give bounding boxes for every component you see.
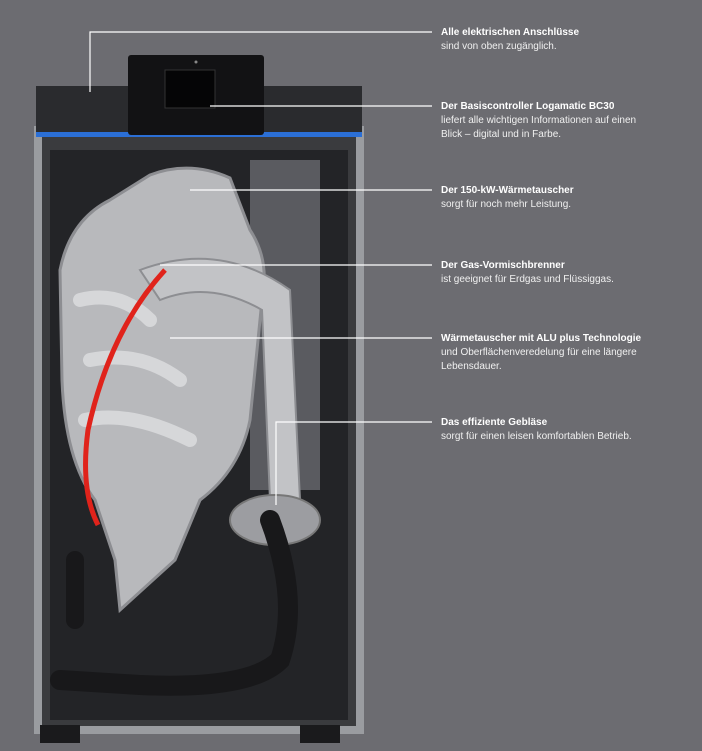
- callout-heat-exchanger: Der 150-kW-Wärmetauscher sorgt für noch …: [441, 184, 574, 212]
- feet: [300, 725, 340, 743]
- callout-text: liefert alle wichtigen Informationen auf…: [441, 115, 637, 126]
- callout-controller: Der Basiscontroller Logamatic BC30 liefe…: [441, 100, 636, 142]
- callout-text: sorgt für einen leisen komfortablen Betr…: [441, 431, 632, 442]
- callout-title: Der Basiscontroller Logamatic BC30: [441, 101, 615, 112]
- callout-text: ist geeignet für Erdgas und Flüssiggas.: [441, 274, 614, 285]
- red-cable: [83, 268, 167, 527]
- callout-text: Lebensdauer.: [441, 361, 502, 372]
- controller-display: [164, 69, 216, 109]
- callout-title: Wärmetauscher mit ALU plus Technologie: [441, 333, 642, 344]
- callout-title: Alle elektrischen Anschlüsse: [441, 27, 580, 38]
- callout-gas-burner: Der Gas-Vormischbrenner ist geeignet für…: [441, 259, 614, 287]
- callout-text: Blick – digital und in Farbe.: [441, 129, 562, 140]
- callout-alu-plus: Wärmetauscher mit ALU plus Technologie u…: [441, 332, 641, 374]
- callout-text: und Oberflächenveredelung für eine länge…: [441, 347, 637, 358]
- callout-title: Der Gas-Vormischbrenner: [441, 260, 565, 271]
- feet: [40, 725, 80, 743]
- callout-title: Das effiziente Gebläse: [441, 417, 548, 428]
- callout-fan: Das effiziente Gebläse sorgt für einen l…: [441, 416, 632, 444]
- black-pipe: [50, 510, 298, 696]
- callout-text: sind von oben zugänglich.: [441, 41, 557, 52]
- leader-lines: [89, 31, 432, 505]
- callout-text: sorgt für noch mehr Leistung.: [441, 199, 572, 210]
- callout-electrical-connections: Alle elektrischen Anschlüsse sind von ob…: [441, 26, 579, 54]
- callout-title: Der 150-kW-Wärmetauscher: [441, 185, 574, 196]
